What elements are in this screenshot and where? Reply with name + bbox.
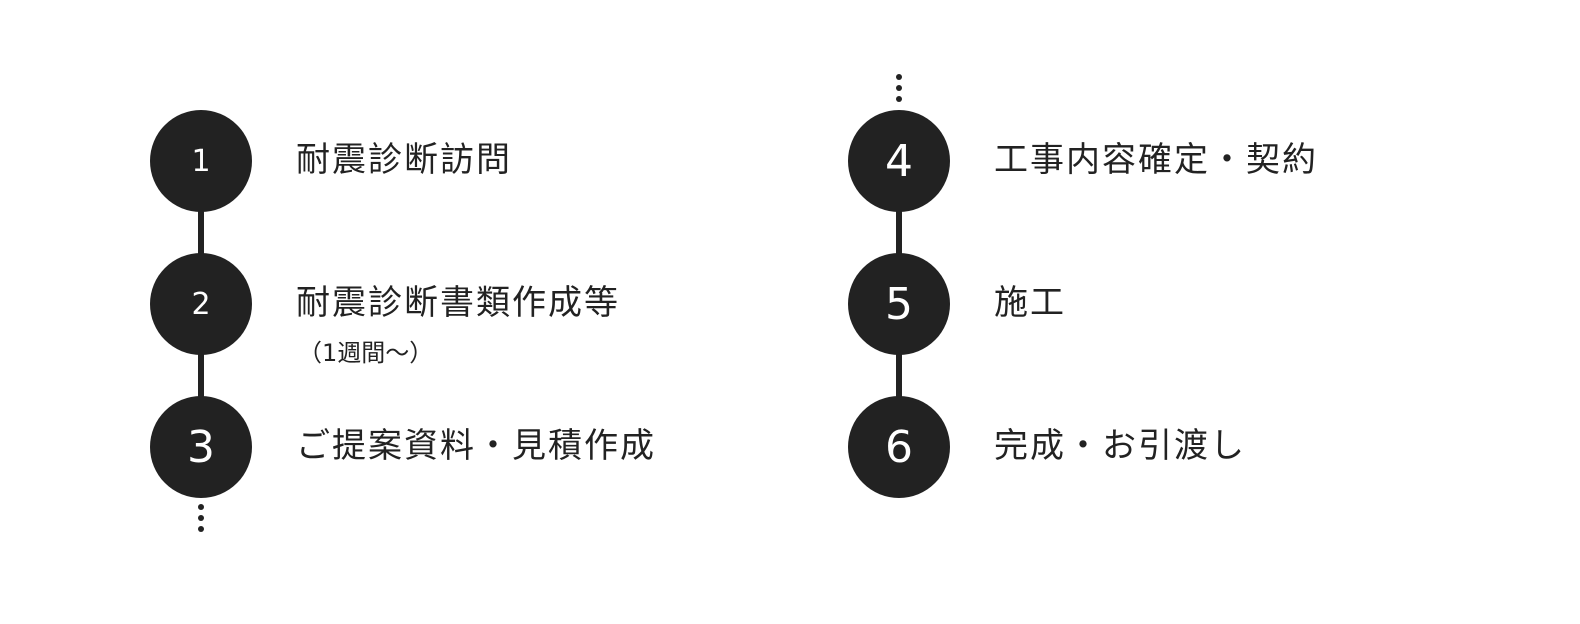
dot (198, 515, 204, 521)
step-2-sublabel: （1週間～） (298, 339, 434, 367)
flow-column-left: 1 耐震診断訪問 2 耐震診断書類作成等 （1週間～） 3 ご提案資料・見積作成 (150, 0, 870, 624)
step-3-label: ご提案資料・見積作成 (296, 426, 656, 466)
dot (896, 85, 902, 91)
continuation-dots-top (896, 70, 902, 106)
step-1-circle: 1 (150, 110, 252, 212)
step-4-label: 工事内容確定・契約 (994, 140, 1318, 180)
step-2-circle: 2 (150, 253, 252, 355)
step-4-circle: 4 (848, 110, 950, 212)
step-1-label: 耐震診断訪問 (296, 140, 512, 180)
connector-line-1-2 (198, 200, 204, 260)
dot (896, 96, 902, 102)
step-2-label: 耐震診断書類作成等 (296, 283, 620, 323)
continuation-dots-bottom (198, 500, 204, 536)
step-5-label: 施工 (994, 283, 1066, 323)
connector-line-5-6 (896, 344, 902, 404)
dot (198, 504, 204, 510)
step-3-circle: 3 (150, 396, 252, 498)
connector-line-2-3 (198, 344, 204, 404)
dot (198, 526, 204, 532)
step-6-label: 完成・お引渡し (994, 426, 1246, 466)
dot (896, 74, 902, 80)
step-5-circle: 5 (848, 253, 950, 355)
connector-line-4-5 (896, 200, 902, 260)
flow-column-right: 4 工事内容確定・契約 5 施工 6 完成・お引渡し (848, 0, 1568, 624)
step-6-circle: 6 (848, 396, 950, 498)
